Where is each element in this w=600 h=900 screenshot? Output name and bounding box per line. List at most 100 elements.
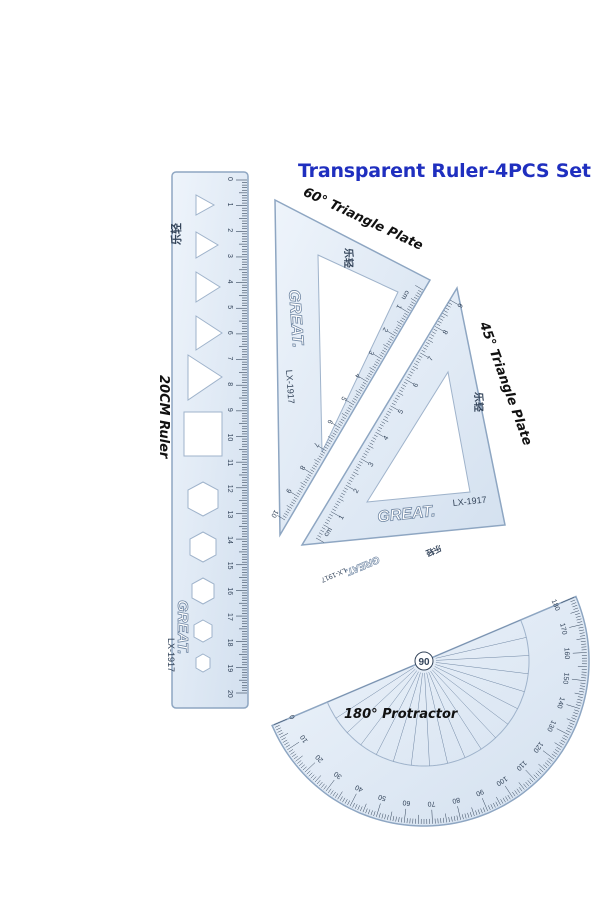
protractor-tick xyxy=(327,788,332,794)
triangle-tick xyxy=(328,436,334,440)
protractor-tick xyxy=(344,799,348,804)
protractor-center-label: 90 xyxy=(418,657,430,668)
protractor-tick xyxy=(316,780,321,785)
protractor-tick xyxy=(360,806,363,812)
triangle-tick xyxy=(356,466,360,469)
protractor-tick xyxy=(378,812,381,818)
protractor-tick xyxy=(464,813,467,819)
protractor-tick xyxy=(287,741,300,750)
protractor-tick xyxy=(556,746,561,750)
triangle-tick xyxy=(397,392,404,396)
triangle-tick xyxy=(321,451,326,454)
triangle-tick xyxy=(424,344,429,348)
triangle-tick xyxy=(339,495,344,498)
protractor-number: 80 xyxy=(451,796,460,805)
protractor-tick xyxy=(488,805,491,811)
protractor-tick xyxy=(570,599,576,603)
protractor-tick xyxy=(572,652,587,654)
triangle-tick xyxy=(346,400,355,406)
triangle-tick xyxy=(381,421,386,424)
protractor-tick xyxy=(310,774,315,779)
protractor-tick xyxy=(561,597,575,604)
protractor-tick xyxy=(277,730,283,733)
protractor-tick xyxy=(551,753,557,758)
triangle-tick xyxy=(391,402,396,406)
triangle-number: 6 xyxy=(325,418,333,425)
triangle-number: 5 xyxy=(397,408,405,415)
triangle-45-unit: cm xyxy=(323,526,334,538)
triangle-number: 1 xyxy=(394,303,402,310)
triangle-tick xyxy=(366,375,371,378)
triangle-tick xyxy=(382,418,389,423)
protractor-tick xyxy=(284,742,289,746)
protractor-tick xyxy=(573,607,579,610)
protractor-tick xyxy=(323,785,327,790)
triangle-tick xyxy=(314,462,319,466)
ruler-number: 15 xyxy=(226,562,233,570)
protractor-tick xyxy=(273,718,287,725)
protractor-tick xyxy=(575,704,581,707)
triangle-tick xyxy=(353,398,357,401)
triangle-tick xyxy=(359,377,368,383)
triangle-tick xyxy=(417,357,421,361)
triangle-tick xyxy=(326,519,331,522)
triangle-tick xyxy=(304,469,313,475)
triangle-60-model: LX-1917 xyxy=(284,369,296,404)
protractor-tick xyxy=(321,783,325,788)
triangle-tick xyxy=(378,426,383,430)
protractor-tick xyxy=(339,796,343,801)
protractor-tick xyxy=(580,635,586,637)
triangle-tick xyxy=(320,453,324,456)
ruler-number: 3 xyxy=(226,254,233,258)
protractor-tick xyxy=(567,727,572,731)
triangle-tick xyxy=(418,355,423,358)
protractor-tick xyxy=(477,809,480,815)
triangle-tick xyxy=(292,499,297,502)
triangle-tick xyxy=(354,395,359,399)
triangle-tick xyxy=(365,377,370,380)
protractor-tick xyxy=(335,793,339,798)
protractor-tick xyxy=(574,709,580,712)
protractor-tick xyxy=(539,768,544,773)
protractor-tick xyxy=(571,678,586,682)
triangle-tick xyxy=(359,461,363,464)
protractor-tick xyxy=(574,692,584,696)
protractor-tick xyxy=(562,737,567,741)
triangle-tick xyxy=(333,506,338,509)
triangle-tick xyxy=(440,315,445,319)
triangle-tick xyxy=(306,476,310,479)
protractor-ray xyxy=(430,670,482,750)
protractor-tick xyxy=(581,677,587,679)
protractor-number: 30 xyxy=(333,770,344,780)
triangle-tick xyxy=(341,413,348,417)
triangle-tick xyxy=(401,308,410,314)
triangle-tick xyxy=(310,469,315,472)
ruler-number: 20 xyxy=(226,690,233,698)
triangle-tick xyxy=(360,458,369,464)
triangle-tick xyxy=(415,294,419,298)
protractor-ray xyxy=(428,671,466,758)
protractor-tick xyxy=(569,624,583,628)
ruler-number: 17 xyxy=(226,613,233,621)
triangle-45-chinese-mark: 乐轻 xyxy=(472,392,485,412)
triangle-tick xyxy=(386,342,391,346)
label-20cm-ruler: 20CM Ruler xyxy=(156,375,171,459)
protractor-tick xyxy=(580,640,586,642)
ruler-number: 8 xyxy=(226,382,233,386)
protractor-tick xyxy=(453,816,456,822)
triangle-number: 2 xyxy=(381,326,389,333)
protractor-tick xyxy=(527,780,532,785)
protractor-tick xyxy=(456,815,459,821)
protractor-tick xyxy=(282,739,288,743)
triangle-tick xyxy=(324,446,328,449)
triangle-tick xyxy=(373,354,382,360)
protractor-tick xyxy=(325,779,335,792)
protractor-tick xyxy=(342,797,346,803)
triangle-tick xyxy=(297,490,302,493)
ruler-model: LX-1917 xyxy=(166,638,176,672)
